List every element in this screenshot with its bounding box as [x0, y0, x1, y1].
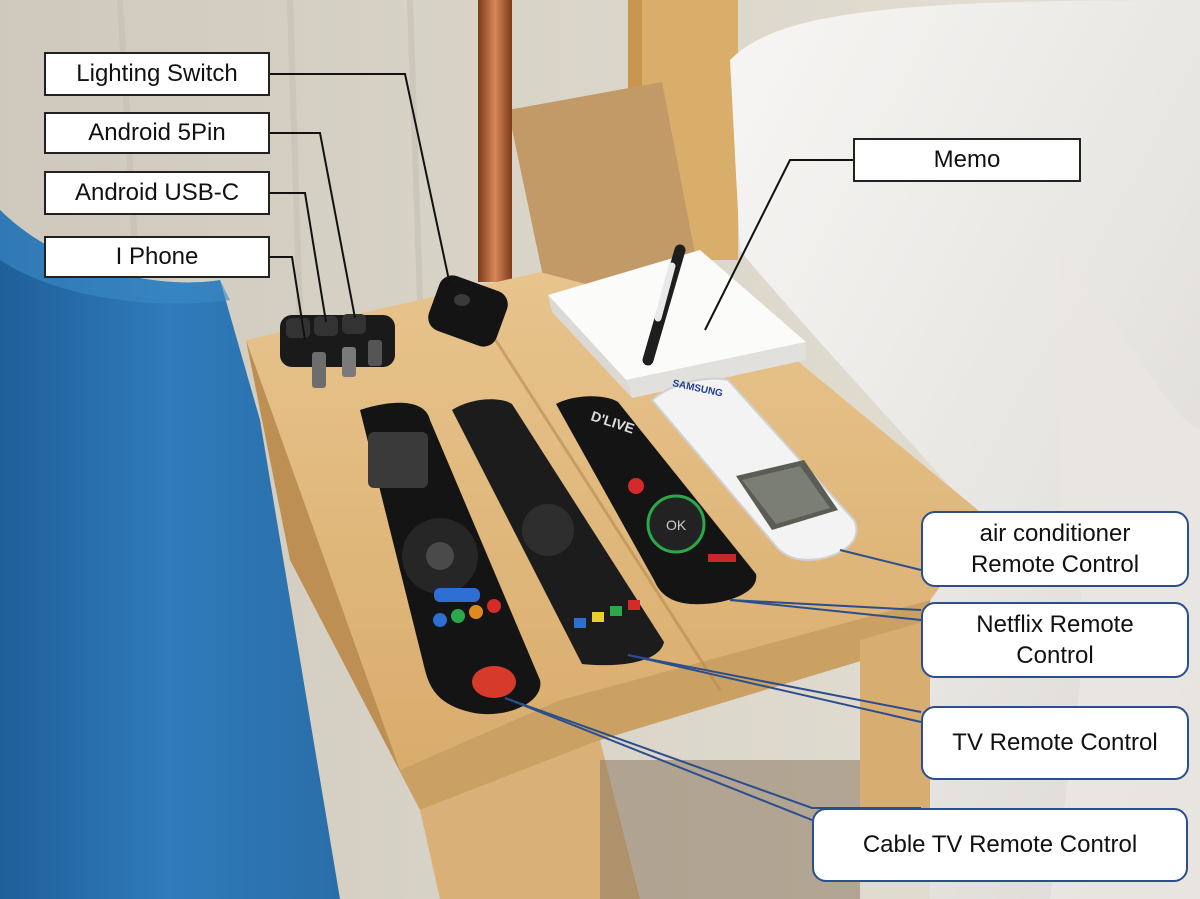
lamp-pole: [478, 0, 512, 282]
table-leg-right: [860, 620, 930, 860]
callout-lines: [270, 73, 853, 341]
label-lighting-switch: Lighting Switch: [44, 52, 270, 96]
sofa-arm: [0, 210, 340, 899]
ok-button-label: OK: [666, 517, 687, 533]
label-tv-remote: TV Remote Control: [921, 706, 1189, 780]
cardboard: [508, 82, 700, 300]
table-leg-front: [420, 740, 640, 899]
label-cable-tv-remote: Cable TV Remote Control: [812, 808, 1188, 882]
label-android-5pin: Android 5Pin: [44, 112, 270, 154]
label-netflix-remote: Netflix Remote Control: [921, 602, 1189, 678]
memo-pad: [548, 244, 806, 398]
lighting-switch: [428, 275, 508, 347]
label-android-usbc: Android USB-C: [44, 171, 270, 215]
label-iphone: I Phone: [44, 236, 270, 278]
callout-lines-blue: [504, 549, 922, 821]
ac-remote: SAMSUNG: [650, 377, 858, 562]
cable-tv-remote: [360, 402, 541, 715]
cable-organizer: [280, 314, 395, 388]
tv-remote: [452, 399, 664, 666]
label-air-conditioner-remote: air conditioner Remote Control: [921, 511, 1189, 587]
netflix-remote: D'LIVE OK: [556, 396, 757, 605]
table-front-edge: [400, 600, 930, 810]
label-memo: Memo: [853, 138, 1081, 182]
